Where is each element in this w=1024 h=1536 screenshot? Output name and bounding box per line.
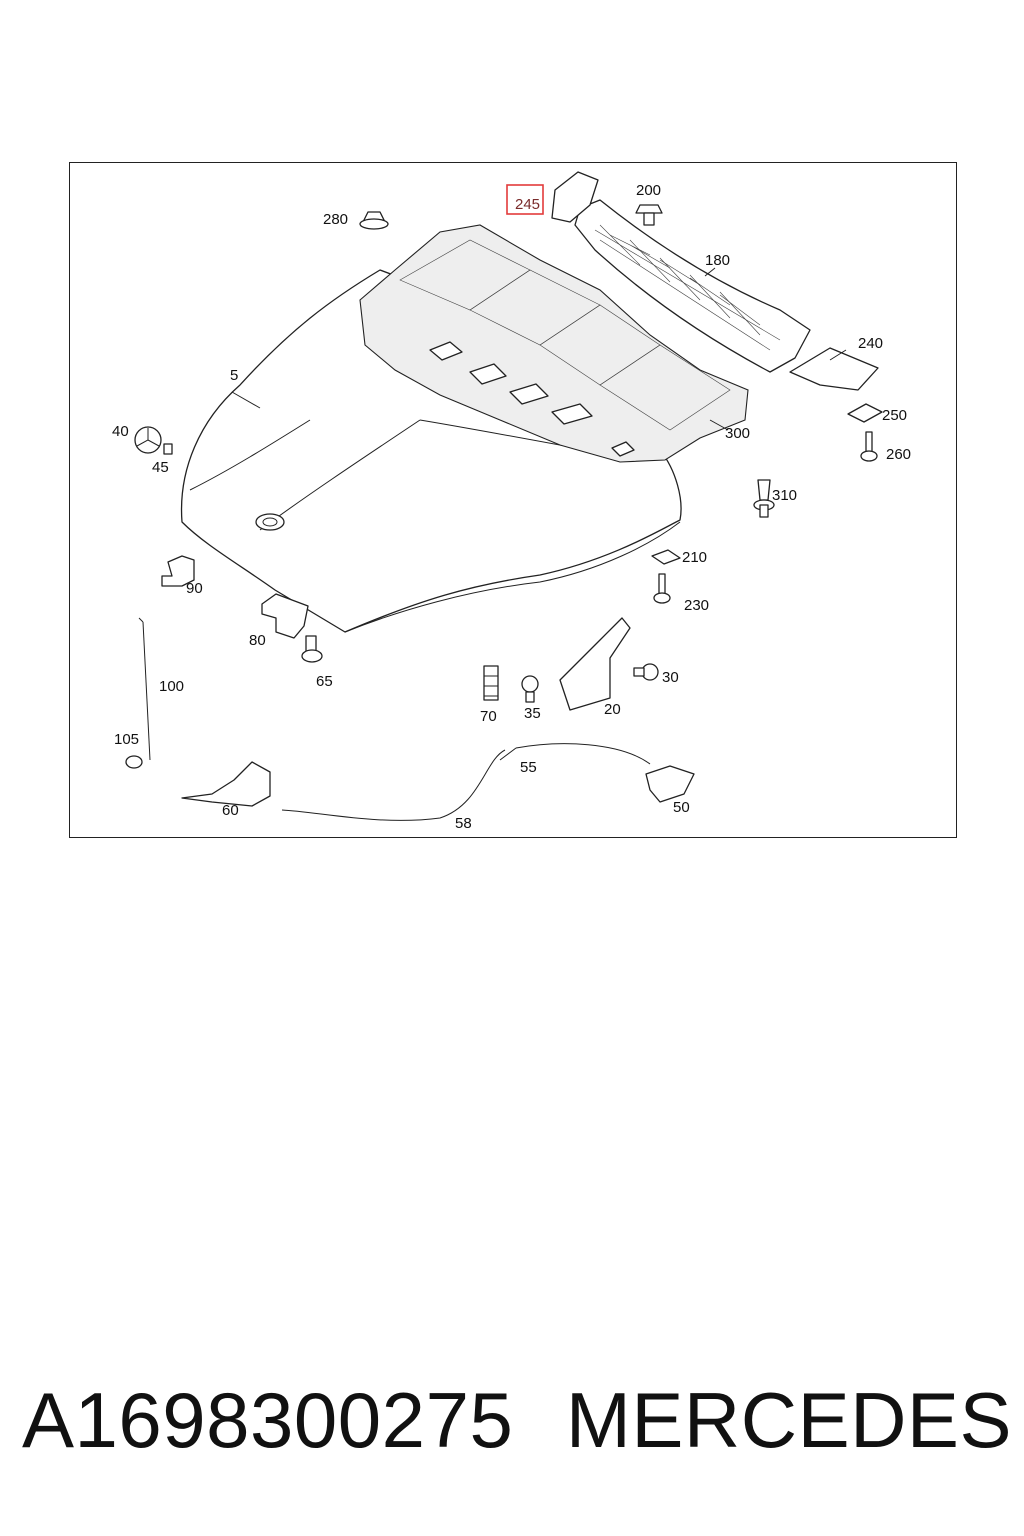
callout-5: 5: [230, 367, 238, 384]
callout-210: 210: [682, 549, 707, 566]
star-emblem-40: [134, 426, 162, 454]
callout-50: 50: [673, 799, 690, 816]
insulation-mat: [359, 224, 749, 463]
callout-45: 45: [152, 459, 169, 476]
callout-245: 245: [515, 196, 540, 213]
callout-35: 35: [524, 705, 541, 722]
callout-90: 90: [186, 580, 203, 597]
part-caption: A1698300275 MERCEDES: [22, 1370, 1012, 1470]
bolt-65: [301, 635, 323, 663]
rubber-buffer-70: [483, 665, 499, 701]
callout-100: 100: [159, 678, 184, 695]
callout-300: 300: [725, 425, 750, 442]
part-number: A1698300275: [22, 1375, 514, 1464]
push-rivet-310: [753, 479, 775, 518]
callout-250: 250: [882, 407, 907, 424]
callout-20: 20: [604, 701, 621, 718]
bumper-280: [359, 211, 389, 230]
bolt-30: [633, 663, 659, 681]
callout-180: 180: [705, 252, 730, 269]
brand-name: MERCEDES: [565, 1375, 1012, 1464]
prop-rod-100: [138, 617, 151, 761]
release-handle-50: [645, 765, 695, 803]
grommet-105: [125, 755, 143, 769]
callout-200: 200: [636, 182, 661, 199]
callout-280: 280: [323, 211, 348, 228]
hood-latch-60: [181, 761, 271, 807]
callout-70: 70: [480, 708, 497, 725]
callout-230: 230: [684, 597, 709, 614]
clip-200: [635, 204, 663, 226]
callout-260: 260: [886, 446, 911, 463]
callout-60: 60: [222, 802, 239, 819]
fastener-45: [163, 443, 173, 455]
hinge-20: [559, 617, 631, 711]
trim-cap-245: [551, 171, 599, 223]
screw-260: [860, 431, 878, 462]
callout-310: 310: [772, 487, 797, 504]
screw-230: [653, 573, 671, 604]
clip-nut-250: [847, 403, 883, 423]
callout-40: 40: [112, 423, 129, 440]
end-trim-240: [789, 347, 879, 391]
leader-lines: [231, 267, 847, 431]
release-cable-55: [499, 743, 651, 765]
callout-105: 105: [114, 731, 139, 748]
bolt-35: [521, 675, 539, 703]
callout-55: 55: [520, 759, 537, 776]
callout-240: 240: [858, 335, 883, 352]
callout-30: 30: [662, 669, 679, 686]
callout-65: 65: [316, 673, 333, 690]
hinge-bracket-80: [261, 593, 309, 639]
highlight-box-245: [506, 184, 544, 215]
callout-58: 58: [455, 815, 472, 832]
air-intake-grille: [574, 199, 811, 373]
callout-80: 80: [249, 632, 266, 649]
clip-210: [651, 549, 681, 565]
release-cable-58: [281, 749, 506, 821]
bracket-90: [161, 555, 195, 587]
